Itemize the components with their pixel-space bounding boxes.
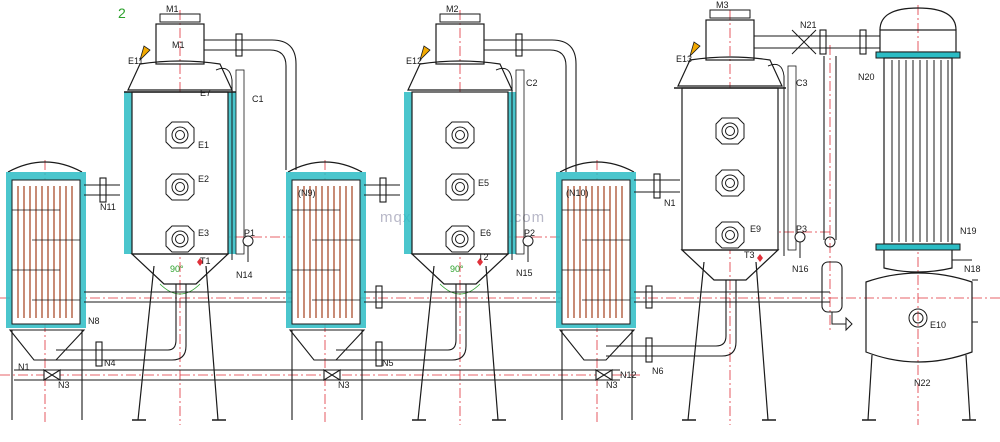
label-M2: M2 bbox=[446, 4, 459, 14]
label-N15: N15 bbox=[516, 268, 533, 278]
sheet-number: 2 bbox=[118, 5, 126, 21]
label-N10: (N10) bbox=[566, 188, 589, 198]
vapor-pipe-1 bbox=[204, 33, 297, 170]
label-C3: C3 bbox=[796, 78, 808, 88]
label-E7: E7 bbox=[200, 88, 211, 98]
condenser bbox=[821, 7, 978, 421]
label-E9: E9 bbox=[750, 224, 761, 234]
label-E11: E11 bbox=[128, 56, 143, 66]
label-E1: E1 bbox=[198, 140, 209, 150]
label-P1: P1 bbox=[244, 228, 255, 238]
label-C2: C2 bbox=[526, 78, 538, 88]
heater-2 bbox=[286, 161, 366, 420]
label-N6: N6 bbox=[652, 366, 664, 376]
heater-1 bbox=[6, 161, 86, 420]
thermometer-icon bbox=[197, 258, 203, 266]
label-N9: (N9) bbox=[298, 188, 316, 198]
evaporator-1 bbox=[124, 13, 254, 421]
label-angle-2: 90° bbox=[450, 264, 464, 274]
label-T2: T2 bbox=[478, 252, 489, 262]
product-pipes-2 bbox=[336, 177, 560, 367]
label-N3-c: N3 bbox=[606, 380, 618, 390]
label-N8: N8 bbox=[88, 316, 100, 326]
product-pipes-1 bbox=[56, 177, 300, 367]
label-E2: E2 bbox=[198, 174, 209, 184]
labels: M1 M1 M2 M3 C1 C2 C3 E7 E1 E2 E3 E5 E6 E… bbox=[18, 0, 981, 390]
label-E10: E10 bbox=[930, 320, 946, 330]
label-E13: E13 bbox=[676, 54, 692, 64]
label-M1-top: M1 bbox=[166, 4, 179, 14]
label-M3: M3 bbox=[716, 0, 729, 10]
label-T1: T1 bbox=[200, 256, 211, 266]
label-M1: M1 bbox=[172, 40, 185, 50]
evaporator-3 bbox=[674, 9, 806, 421]
label-E12: E12 bbox=[406, 56, 422, 66]
label-E3: E3 bbox=[198, 228, 209, 238]
label-N19: N19 bbox=[960, 226, 977, 236]
label-N18: N18 bbox=[964, 264, 981, 274]
label-N22: N22 bbox=[914, 378, 931, 388]
label-N1-b: N1 bbox=[664, 198, 676, 208]
label-N16: N16 bbox=[792, 264, 809, 274]
label-N3: N3 bbox=[58, 380, 70, 390]
label-N14: N14 bbox=[236, 270, 253, 280]
label-N5: N5 bbox=[382, 358, 394, 368]
label-N20: N20 bbox=[858, 72, 875, 82]
label-T3: T3 bbox=[744, 250, 755, 260]
vapor-pipe-2 bbox=[484, 33, 577, 172]
label-E6: E6 bbox=[480, 228, 491, 238]
heater-3 bbox=[556, 161, 636, 420]
sight-glass-icon bbox=[165, 121, 195, 253]
label-P3: P3 bbox=[796, 224, 807, 234]
label-C1: C1 bbox=[252, 94, 264, 104]
label-N11: N11 bbox=[100, 202, 116, 212]
label-N1: N1 bbox=[18, 362, 30, 372]
label-E5: E5 bbox=[478, 178, 489, 188]
label-angle-1: 90° bbox=[170, 264, 184, 274]
label-P2: P2 bbox=[524, 228, 535, 238]
label-N21: N21 bbox=[800, 20, 817, 30]
feed-manifold bbox=[14, 369, 620, 381]
evaporator-2 bbox=[404, 13, 534, 421]
label-N12: N12 bbox=[620, 370, 637, 380]
safety-valve-icon bbox=[139, 45, 151, 62]
label-N4: N4 bbox=[104, 358, 116, 368]
product-pipes-3 bbox=[606, 173, 830, 363]
label-N3-b: N3 bbox=[338, 380, 350, 390]
vapor-pipe-3 bbox=[754, 29, 880, 240]
